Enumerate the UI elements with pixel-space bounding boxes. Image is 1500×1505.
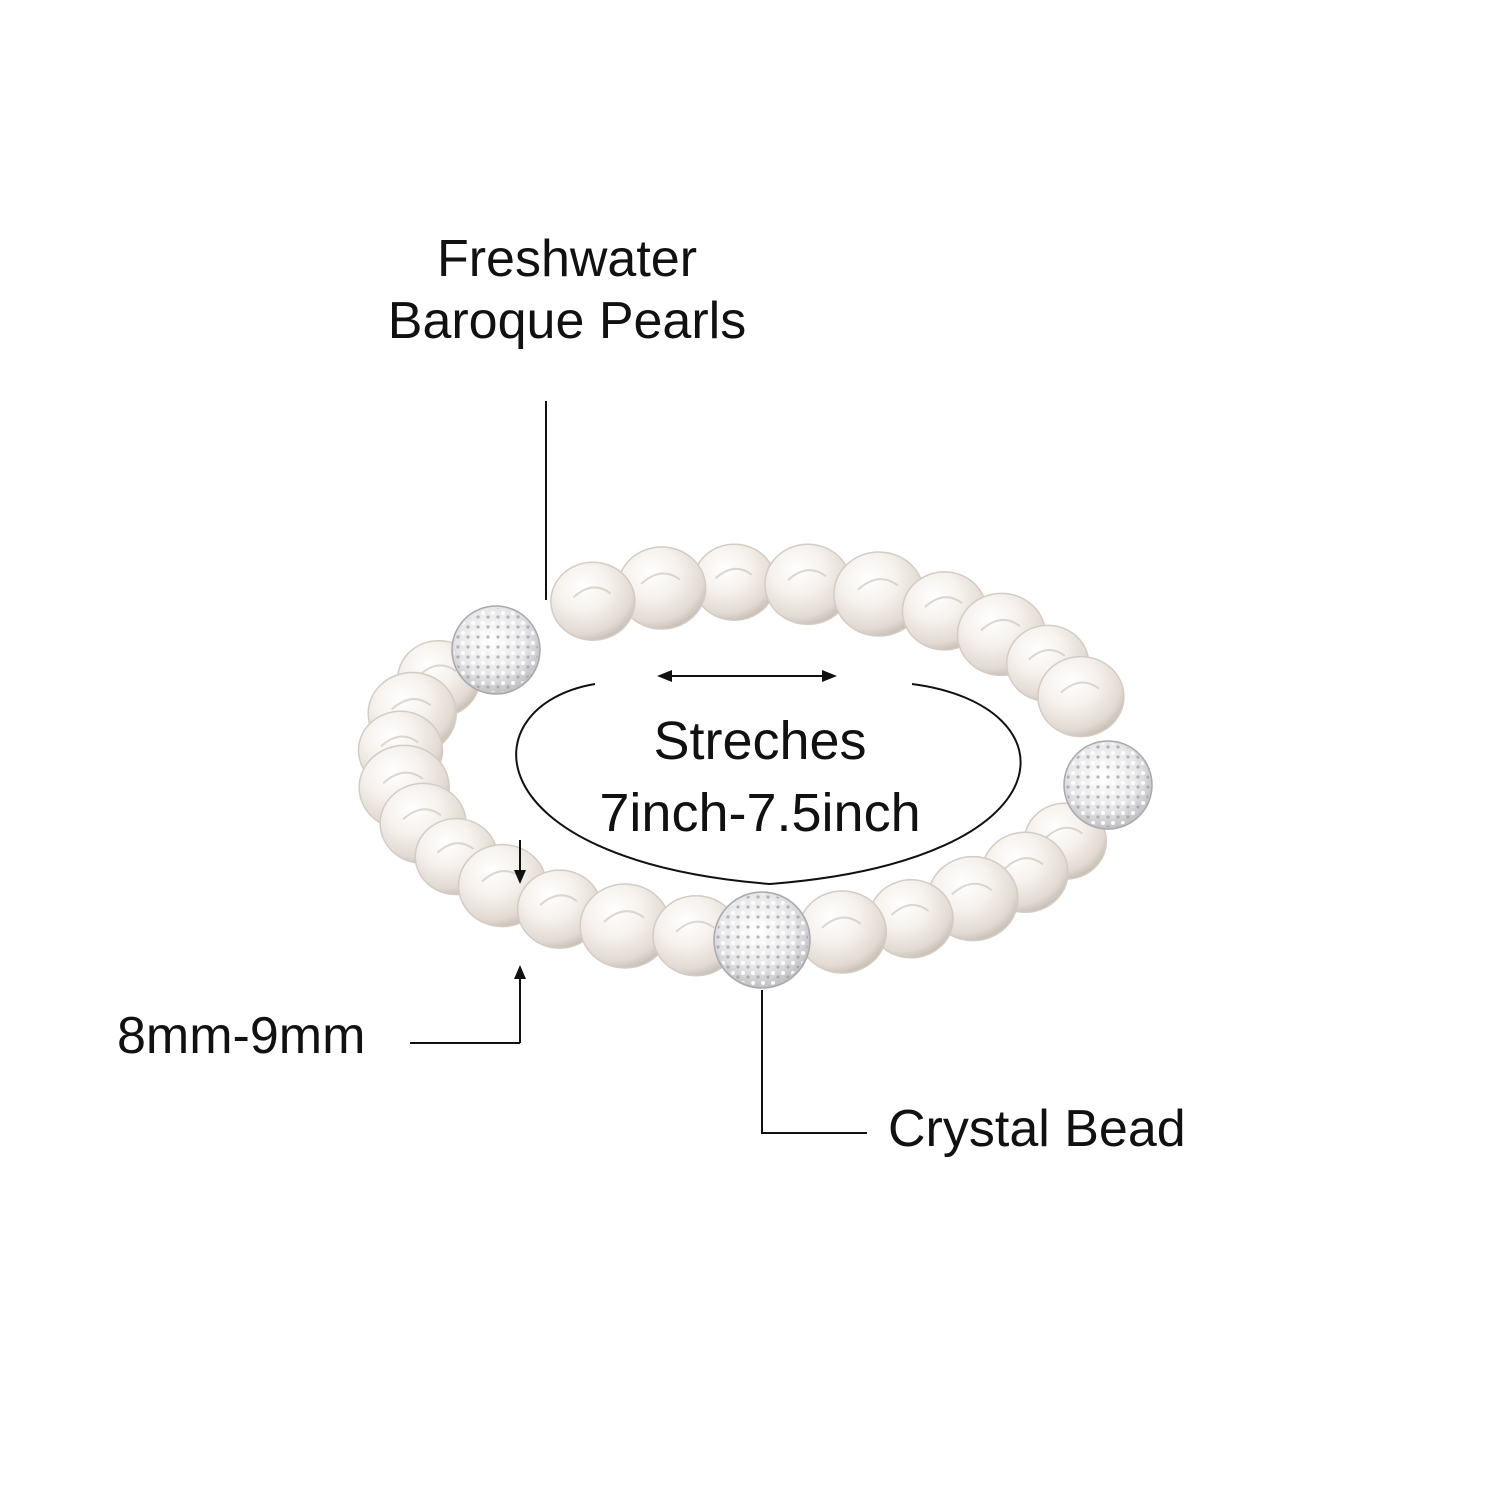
pearl-texture bbox=[1027, 649, 1066, 661]
pearl-texture bbox=[1060, 681, 1100, 694]
pearl-texture bbox=[980, 619, 1021, 632]
pearl-texture bbox=[857, 578, 899, 591]
pearl-texture bbox=[572, 586, 612, 599]
size-arrows-icon bbox=[410, 840, 526, 1044]
pearl-texture bbox=[787, 569, 827, 582]
stretch-size-label: Streches 7inch-7.5inch bbox=[599, 711, 921, 843]
crystal-sparkle bbox=[716, 894, 808, 986]
pearl-texture bbox=[382, 771, 424, 784]
pearl-texture bbox=[890, 904, 930, 916]
pearl-texture bbox=[675, 920, 715, 933]
pearl-texture bbox=[419, 664, 457, 676]
crystal-leader-line bbox=[761, 990, 867, 1134]
crystal-bead-label: Crystal Bead bbox=[888, 1100, 1186, 1158]
double-arrow-icon bbox=[657, 670, 837, 682]
pearl-texture bbox=[603, 910, 645, 923]
bead-strand bbox=[357, 543, 1153, 989]
pearl-texture bbox=[714, 567, 753, 580]
pearl-texture bbox=[402, 808, 442, 821]
pearl-texture bbox=[391, 698, 432, 711]
pearl-texture bbox=[380, 735, 419, 748]
pearl-texture bbox=[1004, 857, 1044, 870]
crystal-sparkle bbox=[1066, 743, 1150, 827]
freshwater-pearls-label: Freshwater Baroque Pearls bbox=[387, 230, 747, 350]
pearl-texture bbox=[436, 842, 475, 854]
pearl-bead bbox=[550, 561, 636, 641]
pearl-bead bbox=[797, 890, 888, 974]
pearl-texture bbox=[951, 882, 993, 896]
crystal-sparkle bbox=[454, 608, 538, 692]
pearl-texture bbox=[640, 572, 681, 585]
pearl-texture bbox=[924, 596, 963, 608]
pearl-texture bbox=[821, 916, 862, 929]
stretch-ellipse bbox=[515, 683, 1022, 886]
pearl-bead bbox=[1037, 655, 1125, 738]
bead-size-label: 8mm-9mm bbox=[117, 1007, 366, 1065]
pearl-texture bbox=[539, 894, 578, 906]
pearl-texture bbox=[1045, 826, 1083, 839]
